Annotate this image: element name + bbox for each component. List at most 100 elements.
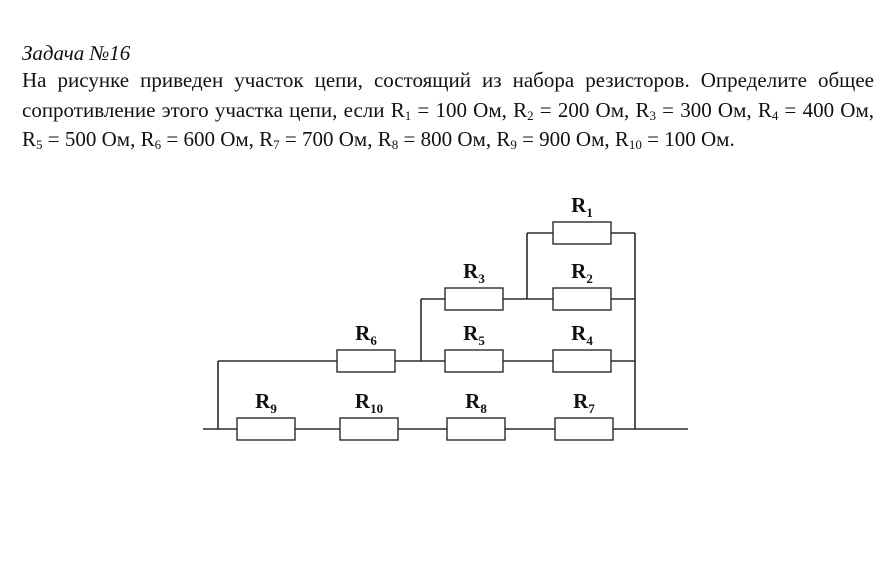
resistor-r10: R10 bbox=[339, 389, 399, 441]
resistor-label: R1 bbox=[571, 193, 593, 220]
condition-value: 600 Ом bbox=[183, 127, 249, 151]
condition-symbol: R bbox=[390, 97, 405, 122]
condition-r1: R1 = 100 Ом bbox=[391, 98, 502, 122]
condition-r4: R4 = 400 Ом bbox=[758, 98, 869, 122]
resistor-label-symbol: R bbox=[573, 389, 589, 413]
resistor-label-index: 5 bbox=[478, 333, 485, 348]
resistor-label-symbol: R bbox=[465, 389, 481, 413]
resistor-label-index: 8 bbox=[480, 401, 487, 416]
resistor-label: R7 bbox=[573, 389, 595, 416]
resistor-label-symbol: R bbox=[571, 193, 587, 217]
condition-index: 7 bbox=[273, 137, 280, 152]
condition-index: 4 bbox=[771, 107, 779, 123]
resistor-label: R8 bbox=[465, 389, 487, 416]
condition-equals: = bbox=[279, 127, 303, 151]
condition-equals: = bbox=[516, 127, 540, 151]
condition-symbol: R bbox=[635, 97, 650, 122]
condition-r8: R8 = 800 Ом bbox=[378, 127, 486, 151]
condition-r5: R5 = 500 Ом bbox=[22, 127, 130, 151]
resistor-r6: R6 bbox=[336, 321, 396, 373]
condition-equals: = bbox=[161, 127, 184, 151]
condition-value: 300 Ом bbox=[680, 97, 747, 122]
condition-equals: = bbox=[411, 97, 436, 122]
condition-symbol: R bbox=[140, 127, 155, 151]
condition-value: 500 Ом bbox=[64, 127, 131, 151]
resistor-body bbox=[236, 417, 296, 441]
resistor-label-symbol: R bbox=[463, 321, 479, 345]
condition-symbol: R bbox=[496, 127, 511, 151]
condition-symbol: R bbox=[259, 127, 274, 151]
condition-value: 100 Ом bbox=[664, 127, 730, 151]
condition-equals: = bbox=[42, 127, 65, 151]
resistor-body bbox=[446, 417, 506, 441]
resistor-body bbox=[444, 349, 504, 373]
condition-r10: R10 = 100 Ом bbox=[615, 127, 730, 151]
resistor-body bbox=[552, 221, 612, 245]
resistor-label: R10 bbox=[355, 389, 383, 416]
resistor-r7: R7 bbox=[554, 389, 614, 441]
condition-r6: R6 = 600 Ом bbox=[141, 127, 249, 151]
condition-value: 200 Ом bbox=[557, 97, 624, 122]
condition-value: 900 Ом bbox=[539, 127, 605, 151]
resistor-body bbox=[339, 417, 399, 441]
condition-index: 2 bbox=[527, 107, 534, 123]
resistor-label-index: 10 bbox=[370, 401, 383, 416]
resistor-body bbox=[444, 287, 504, 311]
resistor-r1: R1 bbox=[552, 193, 612, 245]
problem-title: Задача №16 bbox=[22, 41, 131, 65]
resistor-label-symbol: R bbox=[571, 321, 587, 345]
condition-equals: = bbox=[641, 127, 665, 151]
resistor-body bbox=[552, 349, 612, 373]
resistor-label-index: 6 bbox=[370, 333, 377, 348]
resistor-label-index: 4 bbox=[586, 333, 593, 348]
condition-equals: = bbox=[778, 97, 803, 122]
resistor-body bbox=[336, 349, 396, 373]
condition-equals: = bbox=[533, 97, 558, 122]
problem-text: На рисунке приведен участок цепи, состоя… bbox=[22, 66, 874, 155]
resistor-label-symbol: R bbox=[355, 321, 371, 345]
problem-conditions: R1 = 100 Ом, R2 = 200 Ом, R3 = 300 Ом, R… bbox=[22, 97, 874, 152]
resistor-label: R9 bbox=[255, 389, 277, 416]
resistor-label-symbol: R bbox=[255, 389, 271, 413]
condition-index: 10 bbox=[628, 137, 642, 152]
resistor-r9: R9 bbox=[236, 389, 296, 441]
resistor-r5: R5 bbox=[444, 321, 504, 373]
resistor-r3: R3 bbox=[444, 259, 504, 311]
condition-symbol: R bbox=[22, 127, 37, 151]
circuit-wires bbox=[203, 232, 688, 430]
condition-symbol: R bbox=[513, 97, 528, 122]
condition-r2: R2 = 200 Ом bbox=[513, 98, 624, 122]
condition-equals: = bbox=[398, 127, 421, 151]
resistor-label: R5 bbox=[463, 321, 485, 348]
condition-symbol: R bbox=[757, 97, 772, 122]
condition-r7: R7 = 700 Ом bbox=[259, 127, 367, 151]
condition-index: 3 bbox=[649, 107, 656, 123]
resistor-label: R2 bbox=[571, 259, 593, 286]
resistor-label: R4 bbox=[571, 321, 593, 348]
resistor-r8: R8 bbox=[446, 389, 506, 441]
condition-symbol: R bbox=[614, 127, 629, 151]
condition-value: 700 Ом bbox=[302, 127, 368, 151]
resistor-label-symbol: R bbox=[571, 259, 587, 283]
resistor-r2: R2 bbox=[552, 259, 612, 311]
resistor-label-index: 7 bbox=[588, 401, 595, 416]
condition-index: 1 bbox=[404, 107, 412, 123]
resistor-body bbox=[552, 287, 612, 311]
resistor-label-index: 3 bbox=[478, 271, 485, 286]
condition-index: 6 bbox=[154, 137, 162, 152]
resistor-label-index: 2 bbox=[586, 271, 593, 286]
condition-value: 100 Ом bbox=[435, 97, 502, 122]
resistor-label-symbol: R bbox=[355, 389, 371, 413]
condition-index: 8 bbox=[391, 137, 399, 152]
resistor-label-symbol: R bbox=[463, 259, 479, 283]
resistor-label: R3 bbox=[463, 259, 485, 286]
resistor-body bbox=[554, 417, 614, 441]
condition-r3: R3 = 300 Ом bbox=[635, 98, 746, 122]
condition-index: 5 bbox=[36, 137, 43, 152]
condition-index: 9 bbox=[510, 137, 517, 152]
condition-symbol: R bbox=[377, 127, 392, 151]
condition-equals: = bbox=[655, 97, 681, 122]
problem-intro: На рисунке приведен участок цепи, состоя… bbox=[22, 68, 874, 122]
